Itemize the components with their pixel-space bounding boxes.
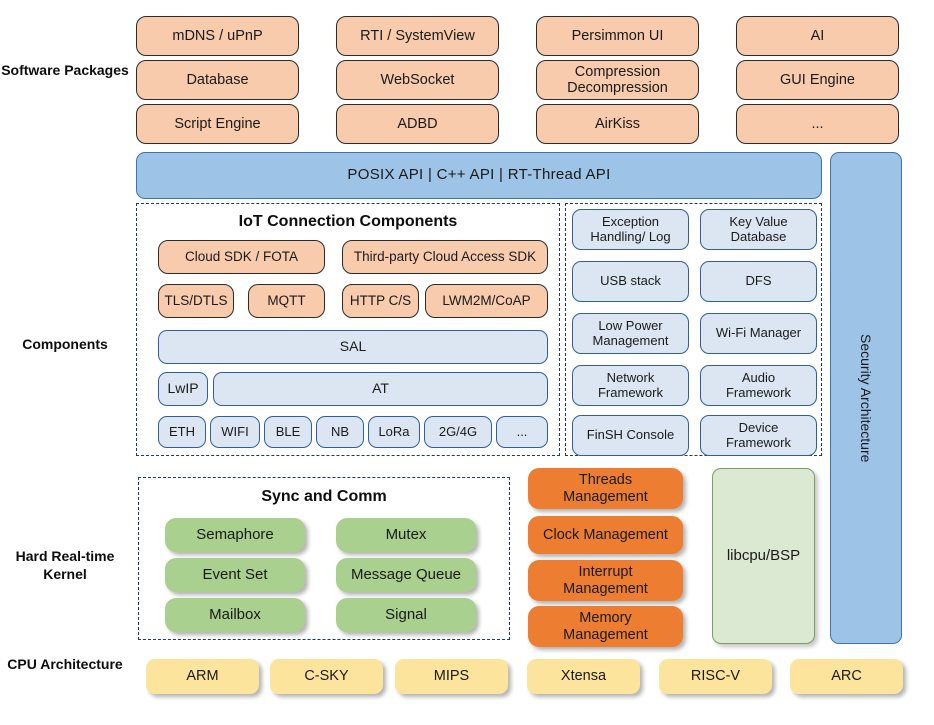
pkg-ai[interactable]: AI: [736, 16, 899, 56]
pkg-rti-systemview[interactable]: RTI / SystemView: [336, 16, 499, 56]
iot-http-cs[interactable]: HTTP C/S: [342, 284, 419, 318]
cpu-arm[interactable]: ARM: [146, 659, 259, 694]
components-right-container: [565, 203, 822, 456]
cpu-arc[interactable]: ARC: [790, 659, 903, 694]
iot-mqtt[interactable]: MQTT: [248, 284, 325, 318]
row-label-software-packages: Software Packages: [1, 62, 129, 78]
component-low-power-management[interactable]: Low Power Management: [572, 313, 689, 354]
row-label-components: Components: [22, 336, 108, 352]
pkg-database[interactable]: Database: [136, 60, 299, 100]
iot-tls-dtls[interactable]: TLS/DTLS: [158, 284, 234, 318]
sync-message-queue[interactable]: Message Queue: [336, 558, 476, 592]
sync-semaphore[interactable]: Semaphore: [165, 518, 305, 552]
libcpu-bsp[interactable]: libcpu/BSP: [712, 468, 815, 644]
pkg-websocket[interactable]: WebSocket: [336, 60, 499, 100]
component-dfs[interactable]: DFS: [700, 261, 817, 302]
iot-link-wifi[interactable]: WIFI: [210, 416, 260, 448]
iot-link-ble[interactable]: BLE: [264, 416, 312, 448]
sync-comm-container: [138, 477, 510, 640]
iot-link-more[interactable]: ...: [496, 416, 548, 448]
sync-mailbox[interactable]: Mailbox: [165, 598, 305, 632]
sync-signal[interactable]: Signal: [336, 598, 476, 632]
component-usb-stack[interactable]: USB stack: [572, 261, 689, 302]
component-device-framework[interactable]: Device Framework: [700, 415, 817, 456]
component-audio-framework[interactable]: Audio Framework: [700, 365, 817, 406]
row-label-cpu: CPU Architecture: [7, 656, 123, 672]
component-wifi-manager[interactable]: Wi-Fi Manager: [700, 313, 817, 354]
cpu-risc-v[interactable]: RISC-V: [659, 659, 772, 694]
kernel-threads-management[interactable]: Threads Management: [528, 468, 683, 509]
iot-connection-title: IoT Connection Components: [238, 213, 458, 230]
cpu-c-sky[interactable]: C-SKY: [270, 659, 383, 694]
security-architecture-bar: Security Architecture: [830, 152, 902, 644]
iot-lwm2m-coap[interactable]: LWM2M/CoAP: [425, 284, 548, 318]
component-key-value-database[interactable]: Key Value Database: [700, 209, 817, 250]
pkg-more[interactable]: ...: [736, 104, 899, 144]
pkg-compression[interactable]: Compression Decompression: [536, 60, 699, 100]
pkg-persimmon-ui[interactable]: Persimmon UI: [536, 16, 699, 56]
api-bar: POSIX API | C++ API | RT-Thread API: [136, 152, 822, 199]
iot-third-party-cloud-sdk[interactable]: Third-party Cloud Access SDK: [342, 240, 548, 274]
iot-sal[interactable]: SAL: [158, 330, 548, 364]
sync-comm-title: Sync and Comm: [261, 488, 387, 505]
component-exception-handling-log[interactable]: Exception Handling/ Log: [572, 209, 689, 250]
kernel-clock-management[interactable]: Clock Management: [528, 516, 683, 554]
pkg-mdns-upnp[interactable]: mDNS / uPnP: [136, 16, 299, 56]
iot-link-eth[interactable]: ETH: [158, 416, 206, 448]
pkg-adbd[interactable]: ADBD: [336, 104, 499, 144]
component-finsh-console[interactable]: FinSH Console: [572, 415, 689, 456]
iot-link-2g4g[interactable]: 2G/4G: [424, 416, 492, 448]
pkg-airkiss[interactable]: AirKiss: [536, 104, 699, 144]
pkg-gui-engine[interactable]: GUI Engine: [736, 60, 899, 100]
component-network-framework[interactable]: Network Framework: [572, 365, 689, 406]
cpu-xtensa[interactable]: Xtensa: [527, 659, 640, 694]
kernel-interrupt-management[interactable]: Interrupt Management: [528, 560, 683, 601]
sync-event-set[interactable]: Event Set: [165, 558, 305, 592]
iot-lwip[interactable]: LwIP: [158, 372, 208, 406]
security-architecture-label: Security Architecture: [858, 333, 874, 463]
iot-connection-container: [136, 203, 560, 456]
iot-link-lora[interactable]: LoRa: [368, 416, 420, 448]
sync-mutex[interactable]: Mutex: [336, 518, 476, 552]
kernel-memory-management[interactable]: Memory Management: [528, 606, 683, 647]
iot-link-nb[interactable]: NB: [316, 416, 364, 448]
iot-at[interactable]: AT: [213, 372, 548, 406]
iot-cloud-sdk-fota[interactable]: Cloud SDK / FOTA: [158, 240, 325, 274]
row-label-kernel: Hard Real-time Kernel: [15, 548, 115, 582]
cpu-mips[interactable]: MIPS: [395, 659, 508, 694]
pkg-script-engine[interactable]: Script Engine: [136, 104, 299, 144]
